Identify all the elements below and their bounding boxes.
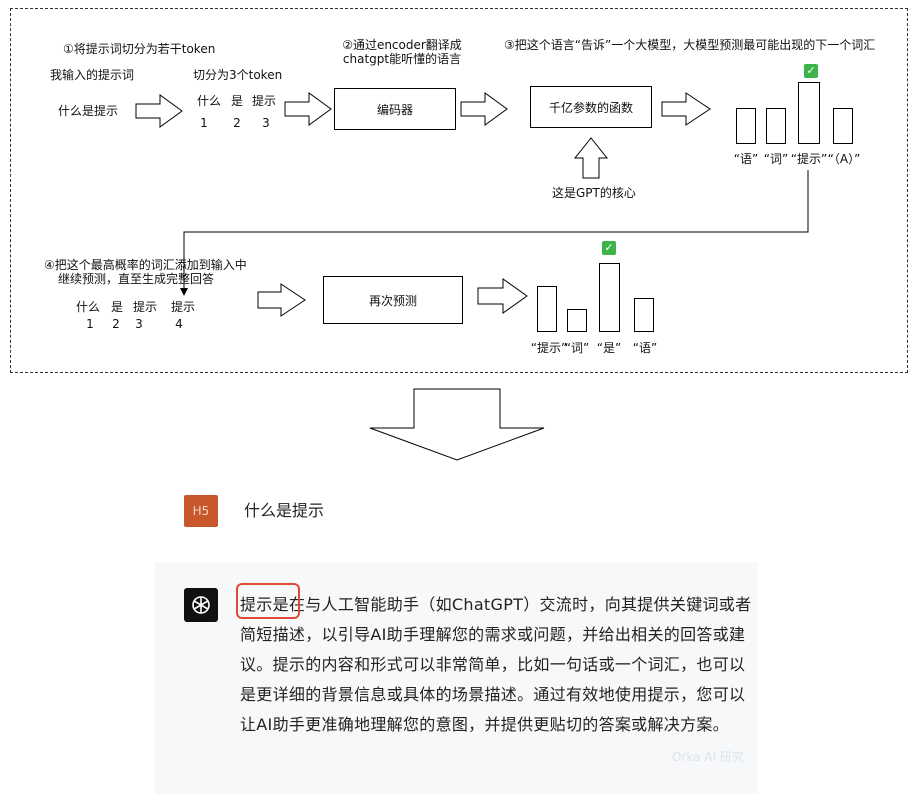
- encoder-label: 编码器: [376, 102, 413, 117]
- highlight-box: [236, 583, 300, 619]
- step4-title-line2: 继续预测，直至生成完整回答: [58, 272, 215, 286]
- token2-num-4: 4: [175, 317, 183, 331]
- step4-title-line1: ④把这个最高概率的词汇添加到输入中: [44, 258, 247, 272]
- arrow-right-icon: [661, 92, 711, 126]
- arrow-up-icon: [573, 137, 609, 179]
- chatgpt-logo-icon: [184, 588, 218, 622]
- token-2: 是: [230, 94, 243, 108]
- arrow-down-icon: [369, 388, 545, 461]
- function-box: 千亿参数的函数: [530, 86, 652, 128]
- token2-2: 是: [110, 300, 123, 314]
- connector-arrowhead-icon: [180, 288, 188, 296]
- token-num-3: 3: [262, 116, 270, 130]
- arrow-right-icon: [135, 94, 183, 128]
- arrow-right-icon: [477, 278, 528, 314]
- pred2-bar-1: [537, 286, 557, 332]
- pred2-bar-3: [599, 263, 620, 332]
- user-avatar: H5: [184, 495, 218, 527]
- diagram-arrows: [135, 92, 809, 461]
- watermark: Orka AI 研究: [672, 750, 744, 764]
- pred2-label-3: “是”: [596, 341, 622, 355]
- pred1-label-4: “（A）”: [827, 152, 861, 166]
- token2-1: 什么: [75, 300, 100, 314]
- token-3: 提示: [251, 94, 276, 108]
- token2-num-3: 3: [135, 317, 143, 331]
- token-1: 什么: [196, 94, 221, 108]
- user-badge-label: H5: [192, 504, 210, 518]
- arrow-right-icon: [460, 92, 508, 126]
- token-num-1: 1: [200, 116, 208, 130]
- pred1-label-2: “词”: [763, 152, 789, 166]
- my-input-label: 我输入的提示词: [50, 68, 135, 82]
- core-label: 这是GPT的核心: [552, 186, 636, 200]
- encoder-box: 编码器: [334, 88, 456, 130]
- answer-text: 提示是在与人工智能助手（如ChatGPT）交流时，向其提供关键词或者简短描述，以…: [240, 595, 752, 734]
- token-num-2: 2: [233, 116, 241, 130]
- connector-line: [183, 170, 809, 290]
- pred1-bar-3: [798, 82, 820, 144]
- pred1-label-1: “语”: [733, 152, 759, 166]
- token2-4: 提示: [170, 300, 195, 314]
- arrow-right-icon: [284, 92, 332, 126]
- pred1-label-3: “提示”: [790, 152, 828, 166]
- check-icon: ✓: [804, 64, 818, 78]
- token2-3: 提示: [132, 300, 157, 314]
- step2-title-line1: ②通过encoder翻译成: [342, 38, 462, 52]
- function-label: 千亿参数的函数: [548, 100, 633, 115]
- split-label: 切分为3个token: [193, 68, 283, 82]
- diagram-frame: [10, 8, 908, 373]
- token2-num-1: 1: [86, 317, 94, 331]
- pred2-bar-4: [634, 298, 654, 332]
- check-icon: ✓: [602, 241, 616, 255]
- repredict-label: 再次预测: [368, 293, 417, 308]
- pred2-label-4: “语”: [632, 341, 658, 355]
- step2-title-line2: chatgpt能听懂的语言: [342, 52, 462, 66]
- pred2-label-1: “提示”: [530, 341, 568, 355]
- question-text: 什么是提示: [244, 501, 325, 520]
- step3-title: ③把这个语言“告诉”一个大模型，大模型预测最可能出现的下一个词汇: [504, 38, 876, 52]
- pred2-label-2: “词”: [564, 341, 590, 355]
- pred1-bar-1: [736, 108, 756, 144]
- arrow-right-icon: [257, 283, 306, 317]
- pred1-bar-2: [766, 108, 786, 144]
- pred1-bar-4: [833, 108, 853, 144]
- prompt-text: 什么是提示: [58, 104, 119, 118]
- step1-title: ①将提示词切分为若干token: [63, 42, 216, 56]
- pred2-bar-2: [567, 309, 587, 332]
- token2-num-2: 2: [112, 317, 120, 331]
- repredict-box: 再次预测: [323, 276, 463, 324]
- chat-question-row: [155, 484, 755, 556]
- chat-answer-row: [155, 562, 758, 794]
